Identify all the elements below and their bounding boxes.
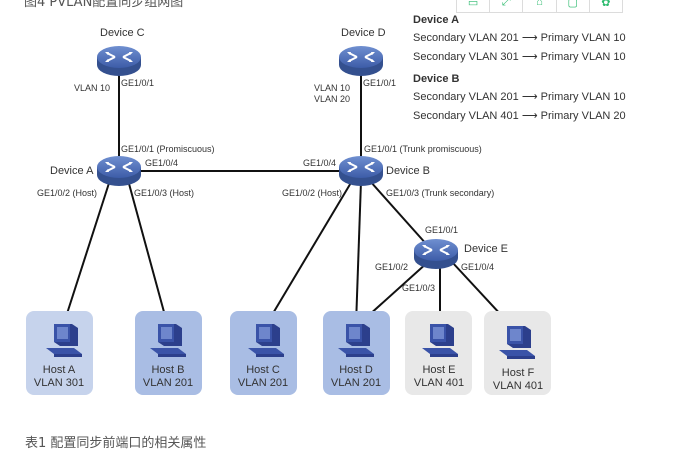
host-a-vlan: VLAN 301 bbox=[34, 377, 84, 389]
legend-group-device-a: Device A Secondary VLAN 201 ⟶ Primary VL… bbox=[413, 14, 626, 63]
figure-title: 图4 PVLAN配置同步组网图 bbox=[24, 0, 184, 10]
vlan-mapping-legend: Device A Secondary VLAN 201 ⟶ Primary VL… bbox=[413, 14, 626, 132]
port-label: GE1/0/4 bbox=[303, 158, 336, 168]
vlan-label: VLAN 10 bbox=[74, 83, 110, 93]
device-c-label: Device C bbox=[100, 27, 145, 39]
port-label: GE1/0/1 (Promiscuous) bbox=[121, 144, 215, 154]
device-b-switch-icon bbox=[338, 155, 384, 187]
port-label: GE1/0/3 (Host) bbox=[134, 188, 194, 198]
host-e-vlan: VLAN 401 bbox=[414, 377, 464, 389]
diagram-toolbar: ▭ ⤢ ⌂ ▢ ✿ bbox=[456, 0, 623, 13]
port-label: GE1/0/4 bbox=[461, 262, 494, 272]
port-label: GE1/0/1 (Trunk promiscuous) bbox=[364, 144, 482, 154]
port-label: GE1/0/3 bbox=[402, 283, 435, 293]
host-d-vlan: VLAN 201 bbox=[331, 377, 381, 389]
port-label: GE1/0/3 (Trunk secondary) bbox=[386, 188, 494, 198]
expand-button[interactable]: ⤢ bbox=[490, 0, 524, 12]
host-f-name: Host F bbox=[502, 367, 535, 379]
link-a-hostb bbox=[127, 179, 168, 324]
device-b-label: Device B bbox=[386, 165, 430, 177]
link-a-hosta bbox=[63, 179, 111, 324]
save-button[interactable]: ▭ bbox=[457, 0, 491, 12]
port-label: GE1/0/2 bbox=[375, 262, 408, 272]
table-caption: 表1 配置同步前端口的相关属性 bbox=[25, 436, 207, 451]
link-b-hostc bbox=[265, 180, 353, 326]
expand-icon: ⤢ bbox=[501, 0, 511, 8]
port-label: GE1/0/1 bbox=[363, 78, 396, 88]
port-label: GE1/0/2 (Host) bbox=[282, 188, 342, 198]
legend-line: Secondary VLAN 201 ⟶ Primary VLAN 10 bbox=[413, 32, 626, 44]
legend-line: Secondary VLAN 301 ⟶ Primary VLAN 10 bbox=[413, 51, 626, 63]
settings-button[interactable]: ✿ bbox=[590, 0, 622, 12]
legend-line: Secondary VLAN 401 ⟶ Primary VLAN 20 bbox=[413, 110, 626, 122]
host-e-name: Host E bbox=[422, 364, 455, 376]
window-icon: ▢ bbox=[567, 0, 578, 9]
save-icon: ▭ bbox=[467, 0, 479, 9]
device-a-label: Device A bbox=[50, 165, 94, 177]
link-b-e bbox=[369, 180, 429, 247]
vlan-label: VLAN 10 bbox=[314, 83, 350, 93]
legend-group-title: Device B bbox=[413, 73, 460, 85]
port-label: GE1/0/2 (Host) bbox=[37, 188, 97, 198]
port-label: GE1/0/1 bbox=[425, 225, 458, 235]
device-a-switch-icon bbox=[96, 155, 142, 187]
device-e-label: Device E bbox=[464, 243, 508, 255]
host-c-vlan: VLAN 201 bbox=[238, 377, 288, 389]
link-b-hostd bbox=[355, 180, 362, 326]
port-label: GE1/0/4 bbox=[145, 158, 178, 168]
device-c-switch-icon bbox=[96, 45, 142, 77]
host-a-name: Host A bbox=[43, 364, 76, 376]
legend-group-device-b: Device B Secondary VLAN 201 ⟶ Primary VL… bbox=[413, 73, 626, 122]
home-icon: ⌂ bbox=[536, 0, 543, 8]
host-b-name: Host B bbox=[151, 364, 184, 376]
host-d-name: Host D bbox=[339, 364, 373, 376]
device-d-switch-icon bbox=[338, 45, 384, 77]
host-b-vlan: VLAN 201 bbox=[143, 377, 193, 389]
host-c-name: Host C bbox=[246, 364, 280, 376]
home-button[interactable]: ⌂ bbox=[523, 0, 557, 12]
device-d-label: Device D bbox=[341, 27, 386, 39]
settings-icon: ✿ bbox=[601, 0, 611, 9]
window-button[interactable]: ▢ bbox=[557, 0, 590, 12]
device-e-switch-icon bbox=[413, 238, 459, 270]
port-label: GE1/0/1 bbox=[121, 78, 154, 88]
host-f-vlan: VLAN 401 bbox=[493, 380, 543, 392]
vlan-label: VLAN 20 bbox=[314, 94, 350, 104]
legend-line: Secondary VLAN 201 ⟶ Primary VLAN 10 bbox=[413, 91, 626, 103]
legend-group-title: Device A bbox=[413, 14, 460, 26]
